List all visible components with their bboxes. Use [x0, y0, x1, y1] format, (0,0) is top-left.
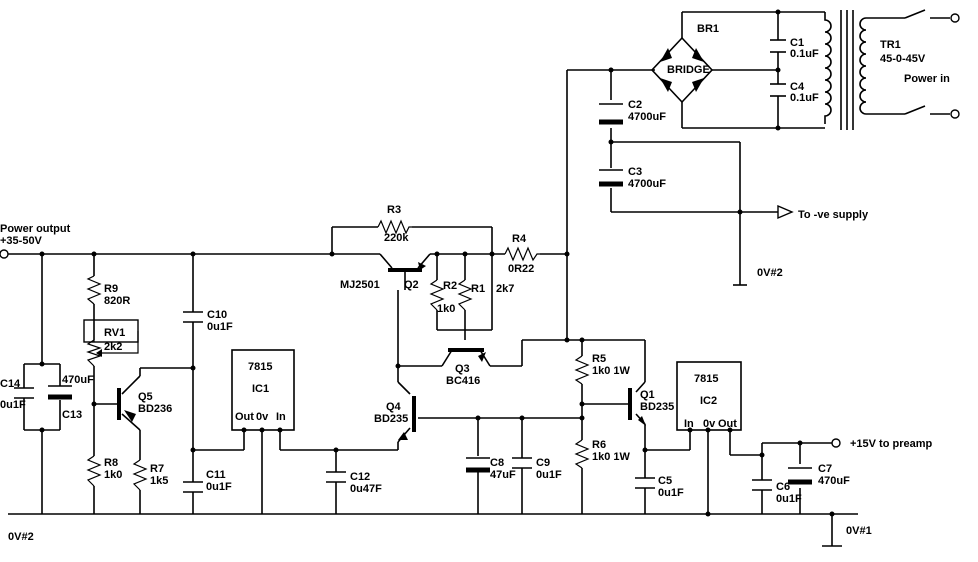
q4-value: BD235	[374, 413, 408, 425]
r6-ref: R6	[592, 439, 606, 451]
ic2-0v-pin: 0v	[703, 418, 716, 430]
ic2-in-pin: In	[684, 418, 694, 430]
c4-ref: C4	[790, 81, 805, 93]
c13-value: 470uF	[62, 374, 94, 386]
r4-value: 0R22	[508, 263, 534, 275]
q5-ref: Q5	[138, 391, 153, 403]
transformer	[824, 9, 960, 130]
r5-ref: R5	[592, 353, 606, 365]
q1-ref: Q1	[640, 389, 655, 401]
ov1-label: 0V#1	[846, 525, 872, 537]
q3-value: BC416	[446, 375, 480, 387]
c5-ref: C5	[658, 475, 672, 487]
c2-value: 4700uF	[628, 111, 666, 123]
ov2-left-label: 0V#2	[8, 531, 34, 543]
c6-ref: C6	[776, 481, 790, 493]
rv1-value: 2k2	[104, 341, 122, 353]
c14-ref: C14	[0, 378, 21, 390]
c14-value: 0u1F	[0, 399, 26, 411]
r3-ref: R3	[387, 204, 401, 216]
c11-ref: C11	[206, 469, 226, 481]
neg-supply-label: To -ve supply	[798, 209, 869, 221]
r9-ref: R9	[104, 283, 118, 295]
regulators	[231, 349, 742, 431]
r1-value: 2k7	[496, 283, 514, 295]
c3-ref: C3	[628, 166, 642, 178]
ic1-ref: IC1	[252, 383, 269, 395]
ov2-mid-label: 0V#2	[757, 267, 783, 279]
c3-value: 4700uF	[628, 178, 666, 190]
r7-ref: R7	[150, 463, 164, 475]
ic2-ref: IC2	[700, 395, 717, 407]
c9-value: 0u1F	[536, 469, 562, 481]
c9-ref: C9	[536, 457, 550, 469]
r2-ref: R2	[443, 280, 457, 292]
preamp-label: +15V to preamp	[850, 438, 933, 450]
c8-ref: C8	[490, 457, 504, 469]
q5-value: BD236	[138, 403, 172, 415]
ic1-out-pin: Out	[235, 411, 254, 423]
power-output-label: Power output	[0, 223, 71, 235]
c7-value: 470uF	[818, 475, 850, 487]
r3-value: 220k	[384, 232, 409, 244]
r8-value: 1k0	[104, 469, 122, 481]
c6-value: 0u1F	[776, 493, 802, 505]
junctions	[0, 9, 841, 517]
r7-value: 1k5	[150, 475, 168, 487]
c10-value: 0u1F	[207, 321, 233, 333]
c1-value: 0.1uF	[790, 48, 819, 60]
br1-ref: BR1	[697, 23, 719, 35]
r9-value: 820R	[104, 295, 130, 307]
capacitors	[14, 39, 812, 498]
c2-ref: C2	[628, 99, 642, 111]
bridge-label: BRIDGE	[667, 64, 710, 76]
wires	[8, 11, 858, 547]
ic1-type: 7815	[248, 361, 272, 373]
c12-ref: C12	[350, 471, 370, 483]
r8-ref: R8	[104, 457, 118, 469]
c1-ref: C1	[790, 37, 804, 49]
labels: Power output +35-50V 0V#2 0V#2 0V#1 To -…	[0, 23, 950, 543]
power-in-label: Power in	[904, 73, 950, 85]
r2-value: 1k0	[437, 303, 455, 315]
c13-ref: C13	[62, 409, 82, 421]
c4-value: 0.1uF	[790, 92, 819, 104]
tr1-value: 45-0-45V	[880, 53, 926, 65]
c5-value: 0u1F	[658, 487, 684, 499]
rv1-ref: RV1	[104, 327, 125, 339]
tr1-ref: TR1	[880, 39, 901, 51]
q2-value: MJ2501	[340, 279, 380, 291]
r1-ref: R1	[471, 283, 485, 295]
transistors	[117, 262, 646, 440]
c10-ref: C10	[207, 309, 227, 321]
ic2-out-pin: Out	[718, 418, 737, 430]
c8-value: 47uF	[490, 469, 516, 481]
q2-ref: Q2	[404, 279, 419, 291]
q4-ref: Q4	[386, 401, 402, 413]
r4-ref: R4	[512, 233, 527, 245]
q3-ref: Q3	[455, 363, 470, 375]
r6-value: 1k0 1W	[592, 451, 631, 463]
ic2-type: 7815	[694, 373, 718, 385]
q1-value: BD235	[640, 401, 674, 413]
ic1-0v-pin: 0v	[256, 411, 269, 423]
power-output-voltage: +35-50V	[0, 235, 43, 247]
c7-ref: C7	[818, 463, 832, 475]
r5-value: 1k0 1W	[592, 365, 631, 377]
c11-value: 0u1F	[206, 481, 232, 493]
ic1-in-pin: In	[276, 411, 286, 423]
bridge-rectifier	[650, 36, 714, 104]
resistors	[83, 219, 590, 491]
c12-value: 0u47F	[350, 483, 382, 495]
